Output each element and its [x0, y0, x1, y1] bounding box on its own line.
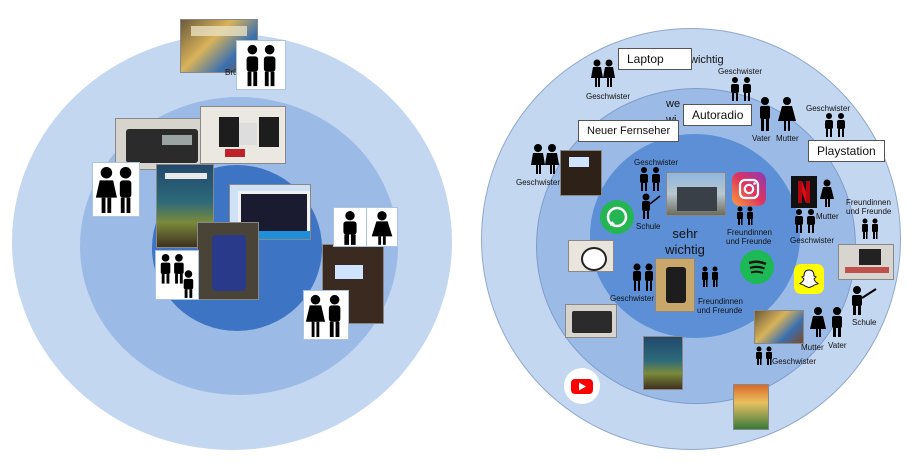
people-icon-schule-right	[848, 284, 878, 316]
people-icon-freunde-lower	[700, 266, 722, 288]
people-icon-mutter-vater-lower	[808, 306, 848, 338]
caption-schule-inner: Schule	[636, 222, 661, 231]
whatsapp-icon	[600, 200, 634, 234]
photo-desk-computer	[838, 244, 894, 280]
instagram-icon	[732, 172, 766, 206]
caption-geschwister-5: Geschwister	[634, 158, 679, 167]
photo-speakers	[200, 106, 286, 164]
label-neuer-fernseher: Neuer Fernseher	[578, 120, 680, 142]
people-icon-freunde-inner	[735, 206, 757, 226]
caption-mutter-right: Mutter	[816, 212, 839, 221]
photo-smartphone	[197, 222, 259, 300]
youtube-icon	[564, 368, 600, 404]
netflix-icon	[791, 176, 817, 208]
people-icon-geschwister-inner	[637, 166, 663, 192]
people-icon-brothers	[236, 40, 286, 90]
people-icon-geschwister-left	[530, 143, 560, 175]
people-icon-geschwister-lower-right	[754, 346, 776, 366]
caption-freunde-right-2: und Freunde	[846, 207, 892, 216]
caption-freunde-inner-1: Freundinnen	[727, 228, 772, 237]
people-icon-freunde-right	[860, 218, 882, 240]
caption-geschwister-7: Geschwister	[790, 236, 835, 245]
people-icon-geschwister-top-left	[590, 58, 616, 88]
caption-geschwister-2: Geschwister	[718, 67, 763, 76]
people-icon-parents-left	[92, 162, 140, 217]
label-autoradio: Autoradio	[683, 104, 753, 126]
caption-vater-lower: Vater	[828, 341, 847, 350]
people-icon-siblings-left	[155, 250, 199, 300]
photo-laptop-right	[666, 172, 726, 216]
people-icon-geschwister-right-top	[822, 112, 848, 138]
photo-comic-book	[733, 384, 769, 430]
caption-geschwister-1: Geschwister	[586, 92, 631, 101]
photo-book-right	[643, 336, 683, 390]
photo-phone-right	[655, 258, 695, 312]
center-label: sehr wichtig	[655, 226, 715, 258]
people-icon-vater-mutter-top	[754, 96, 800, 132]
label-playstation: Playstation	[808, 140, 885, 162]
spotify-icon	[740, 250, 774, 284]
people-icon-geschwister-lower	[630, 262, 656, 292]
people-icon-father	[333, 207, 367, 247]
caption-schule-right: Schule	[852, 318, 877, 327]
center-label-line1: sehr	[672, 226, 698, 241]
caption-freunde-lower-2: und Freunde	[697, 306, 743, 315]
photo-board-game-right	[754, 310, 804, 344]
photo-panda-plush	[568, 240, 614, 272]
people-icon-mother	[366, 207, 398, 247]
caption-mutter-top: Mutter	[776, 134, 799, 143]
caption-geschwister-8: Geschwister	[772, 357, 817, 366]
caption-freunde-inner-2: und Freunde	[726, 237, 772, 246]
caption-geschwister-3: Geschwister	[806, 104, 851, 113]
caption-geschwister-4: Geschwister	[516, 178, 561, 187]
snapchat-icon	[794, 264, 824, 294]
photo-radio-right	[565, 304, 617, 338]
label-laptop: Laptop	[618, 48, 692, 70]
caption-mutter-lower: Mutter	[801, 343, 824, 352]
people-icon-mutter-right	[818, 178, 836, 208]
photo-tv-room-right	[560, 150, 602, 196]
level2-fragment-1: we	[666, 98, 681, 110]
people-icon-geschwister-right-mid	[792, 208, 818, 234]
people-icon-geschwister-top	[728, 76, 754, 102]
people-icon-schule-inner	[638, 192, 662, 220]
center-label-line2: wichtig	[665, 242, 705, 257]
caption-freunde-lower-1: Freundinnen	[698, 297, 743, 306]
photo-book-cover	[156, 164, 214, 248]
caption-geschwister-6: Geschwister	[610, 294, 655, 303]
right-inner-ring	[590, 134, 800, 338]
caption-vater-top: Vater	[752, 134, 771, 143]
people-icon-siblings-left-2	[303, 290, 349, 340]
caption-freunde-right-1: Freundinnen	[846, 198, 891, 207]
level3-fragment: wichtig	[690, 54, 724, 66]
